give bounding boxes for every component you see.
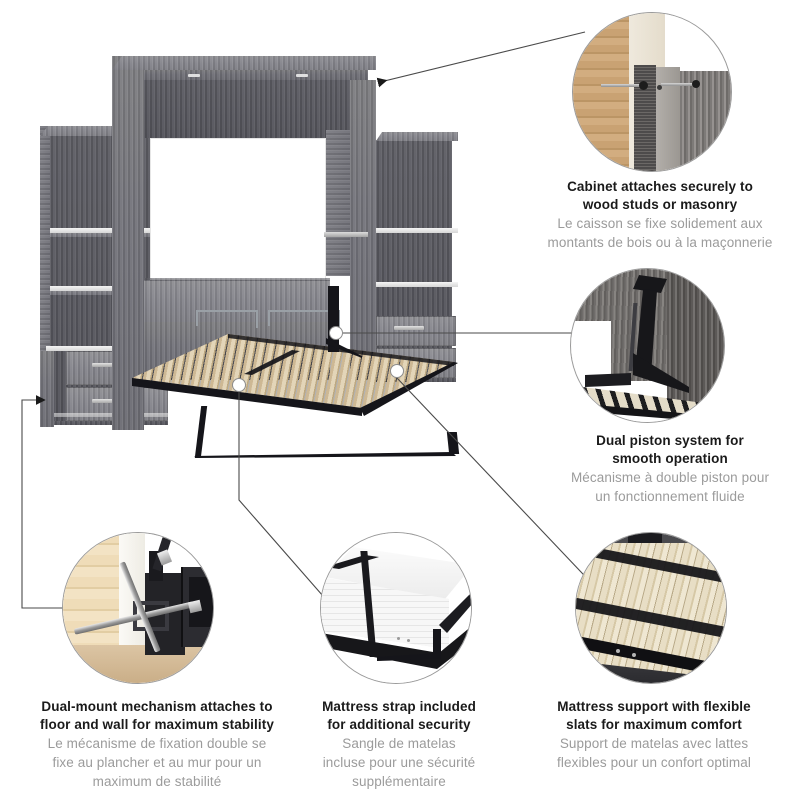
caption-dual-piston-en-2: smooth operation (612, 451, 728, 467)
callout-dot-flexible-slats (390, 364, 404, 378)
caption-dual-piston-fr-2: un fonctionnement fluide (595, 489, 745, 505)
caption-dual-mount-fr-2: fixe au plancher et au mur pour un (52, 755, 262, 771)
caption-wall-mount-en-2: wood studs or masonry (582, 197, 738, 213)
caption-dual-piston-fr-1: Mécanisme à double piston pour (570, 470, 770, 486)
callout-dot-dual-piston (329, 326, 343, 340)
caption-dual-mount-en-1: Dual-mount mechanism attaches to (41, 699, 273, 714)
callout-dot-mattress-strap (232, 378, 246, 392)
caption-dual-piston: Dual piston system for smooth operation … (540, 432, 800, 506)
detail-photo-flexible-slats (575, 532, 727, 684)
caption-wall-mount-fr-2: montants de bois ou à la maçonnerie (547, 235, 773, 251)
caption-wall-mount-fr-1: Le caisson se fixe solidement aux (557, 216, 763, 232)
caption-mattress-strap-en-1: Mattress strap included (322, 699, 476, 714)
caption-mattress-strap-fr-1: Sangle de matelas (342, 736, 456, 752)
murphy-bed-assembly (28, 56, 460, 458)
caption-dual-mount-fr-3: maximum de stabilité (92, 774, 222, 790)
caption-flexible-slats-fr-2: flexibles pour un confort optimal (557, 755, 751, 771)
caption-mattress-strap-fr-3: supplémentaire (352, 774, 446, 790)
caption-dual-mount: Dual-mount mechanism attaches to floor a… (14, 698, 300, 791)
detail-photo-dual-piston (570, 268, 725, 423)
caption-mattress-strap-fr-2: incluse pour une sécurité (322, 755, 476, 771)
caption-mattress-strap: Mattress strap included for additional s… (306, 698, 492, 791)
caption-flexible-slats-fr-1: Support de matelas avec lattes (559, 736, 749, 752)
caption-mattress-strap-en-2: for additional security (327, 717, 471, 733)
caption-wall-mount-en-1: Cabinet attaches securely to (567, 179, 753, 194)
detail-photo-mattress-strap (320, 532, 472, 684)
caption-dual-mount-en-2: floor and wall for maximum stability (40, 717, 274, 733)
caption-wall-mount: Cabinet attaches securely to wood studs … (520, 178, 800, 252)
caption-dual-mount-fr-1: Le mécanisme de fixation double se (47, 736, 267, 752)
caption-dual-piston-en-1: Dual piston system for (596, 433, 744, 448)
caption-flexible-slats: Mattress support with flexible slats for… (528, 698, 780, 772)
caption-flexible-slats-en-1: Mattress support with flexible (557, 699, 751, 714)
caption-flexible-slats-en-2: slats for maximum comfort (566, 717, 742, 733)
detail-photo-dual-mount (62, 532, 214, 684)
detail-photo-wall-mount (572, 12, 732, 172)
